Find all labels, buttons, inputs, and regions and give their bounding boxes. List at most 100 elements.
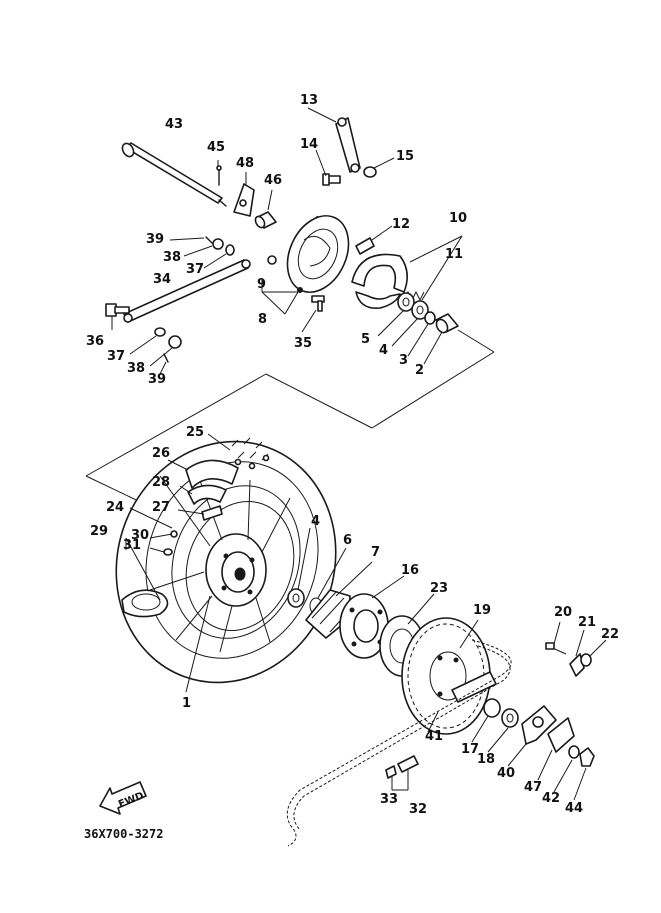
- collar-2: [435, 313, 459, 334]
- callout-39-lower: 39: [148, 372, 166, 387]
- callout-22: 22: [601, 627, 619, 642]
- clip-33: [385, 765, 397, 779]
- bolt-9: [267, 255, 277, 265]
- washer-37-lower: [154, 327, 166, 337]
- bearing-4-upper: [411, 300, 429, 320]
- callout-9: 9: [257, 277, 266, 292]
- callout-38-lower: 38: [127, 361, 145, 376]
- callout-47: 47: [524, 780, 542, 795]
- callout-46: 46: [264, 173, 282, 188]
- valve-27: [201, 505, 223, 521]
- callout-30: 30: [131, 528, 149, 543]
- callout-16: 16: [401, 563, 419, 578]
- bolt-36: [105, 303, 130, 317]
- washer-31: [163, 548, 173, 556]
- bearing-17-washer: [483, 698, 501, 718]
- callout-33: 33: [380, 792, 398, 807]
- callout-1: 1: [182, 696, 191, 711]
- rim-band-28: [187, 484, 227, 505]
- callout-28: 28: [152, 475, 170, 490]
- callout-15: 15: [396, 149, 414, 164]
- callout-21: 21: [578, 615, 596, 630]
- callout-11: 11: [445, 247, 463, 262]
- callout-13: 13: [300, 93, 318, 108]
- chain-19: [286, 639, 512, 847]
- rim-1: [171, 485, 301, 639]
- tire-bead-29: [121, 589, 169, 618]
- callout-2: 2: [415, 363, 424, 378]
- callout-38-upper: 38: [163, 250, 181, 265]
- bolt-14: [322, 173, 341, 186]
- tube-26: [185, 459, 239, 489]
- nut-38-upper: [212, 238, 224, 250]
- callout-32: 32: [409, 802, 427, 817]
- callout-25: 25: [186, 425, 204, 440]
- callout-5: 5: [361, 332, 370, 347]
- callout-37-lower: 37: [107, 349, 125, 364]
- nut-22: [580, 653, 592, 667]
- bolt-20: [545, 642, 567, 655]
- callout-41: 41: [425, 729, 443, 744]
- oil-seal-18: [501, 708, 519, 728]
- callout-23: 23: [430, 581, 448, 596]
- callout-26: 26: [152, 446, 170, 461]
- callout-7: 7: [371, 545, 380, 560]
- cotter-pin-39-upper: [205, 236, 213, 244]
- callout-40: 40: [497, 766, 515, 781]
- callout-36: 36: [86, 334, 104, 349]
- callout-29: 29: [90, 524, 108, 539]
- hub: [205, 533, 267, 607]
- callout-37-upper: 37: [186, 262, 204, 277]
- camshaft-12: [355, 237, 375, 255]
- torque-rod-34: [123, 259, 251, 323]
- callout-3: 3: [399, 353, 408, 368]
- brake-camshaft-lever-13: [335, 117, 361, 173]
- callout-17: 17: [461, 742, 479, 757]
- callout-35: 35: [294, 336, 312, 351]
- callout-42: 42: [542, 791, 560, 806]
- rear-axle: [121, 142, 227, 207]
- chain-joint-32: [397, 755, 419, 773]
- callout-12: 12: [392, 217, 410, 232]
- oil-seal-5: [397, 292, 415, 312]
- callout-48: 48: [236, 156, 254, 171]
- axle-shaft-17: [451, 671, 497, 703]
- callout-44: 44: [565, 801, 583, 816]
- callout-14: 14: [300, 137, 318, 152]
- cotter-pin-39-lower: [163, 353, 169, 363]
- spoke-set-25: [231, 437, 270, 470]
- brake-shoe-plate: [286, 215, 350, 293]
- reference-lines-lower: [125, 433, 607, 801]
- washer-37-upper: [225, 244, 235, 256]
- reference-ticks-upper: [111, 107, 443, 375]
- callout-34: 34: [153, 272, 171, 287]
- callout-39-upper: 39: [146, 232, 164, 247]
- callout-27: 27: [152, 500, 170, 515]
- callout-19: 19: [473, 603, 491, 618]
- callout-45: 45: [207, 140, 225, 155]
- chain-puller-48: [233, 183, 255, 217]
- callout-4-upper: 4: [379, 343, 388, 358]
- bearing-4-lower: [287, 588, 305, 608]
- nut-38-lower: [168, 335, 182, 349]
- callout-10: 10: [449, 211, 467, 226]
- callout-24: 24: [106, 500, 124, 515]
- nut-15: [363, 166, 377, 178]
- callout-6: 6: [343, 533, 352, 548]
- spacer-3: [424, 311, 436, 325]
- cotter-pin-45: [216, 165, 222, 186]
- brake-shoe-10: [351, 253, 408, 309]
- fwd-arrow-icon: [99, 781, 147, 815]
- callout-20: 20: [554, 605, 572, 620]
- callout-4-lower: 4: [311, 514, 320, 529]
- diagram-code: 36X700-3272: [84, 827, 163, 841]
- clutch-hub-16: [339, 593, 389, 659]
- nut-44: [579, 747, 595, 767]
- collar-46: [254, 211, 277, 229]
- callout-43: 43: [165, 117, 183, 132]
- callout-18: 18: [477, 752, 495, 767]
- reference-lines-upper: [85, 215, 495, 517]
- washer-42: [568, 745, 580, 759]
- chain-adjuster-40: [521, 705, 557, 745]
